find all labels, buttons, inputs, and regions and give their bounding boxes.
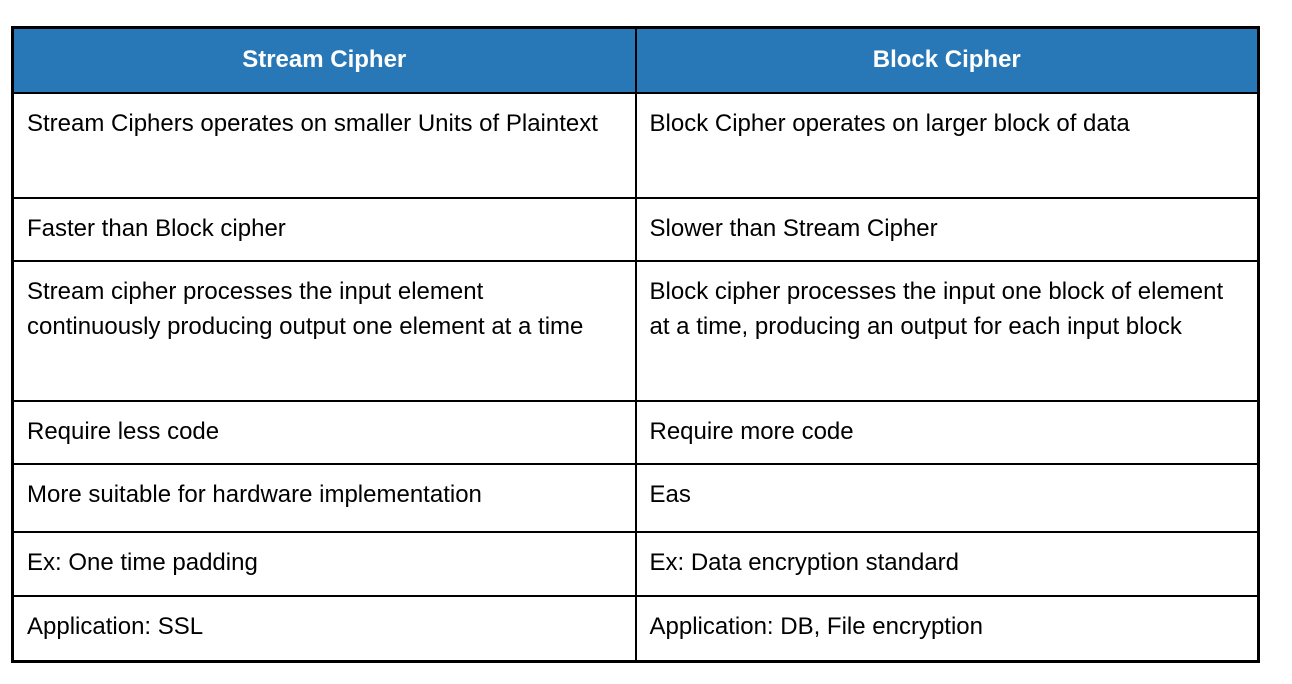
- table-row: Ex: One time padding Ex: Data encryption…: [11, 530, 1260, 597]
- table-cell: Ex: Data encryption standard: [634, 530, 1260, 597]
- table-row: Stream Ciphers operates on smaller Units…: [11, 91, 1260, 199]
- table-cell: Faster than Block cipher: [11, 196, 637, 262]
- table-row: Faster than Block cipher Slower than Str…: [11, 196, 1260, 262]
- table-cell: Block cipher processes the input one blo…: [634, 259, 1260, 402]
- table-cell: Require less code: [11, 399, 637, 465]
- table-row: Stream cipher processes the input elemen…: [11, 259, 1260, 402]
- table-cell: Block Cipher operates on larger block of…: [634, 91, 1260, 199]
- table-row: More suitable for hardware implementatio…: [11, 462, 1260, 533]
- table-cell: Ex: One time padding: [11, 530, 637, 597]
- cipher-comparison-table: Stream Cipher Block Cipher Stream Cipher…: [11, 26, 1260, 663]
- table-cell: Application: DB, File encryption: [634, 594, 1260, 663]
- header-row: Stream Cipher Block Cipher: [11, 26, 1260, 94]
- header-block-cipher: Block Cipher: [634, 26, 1260, 94]
- table-cell: Eas: [634, 462, 1260, 533]
- table-cell: Slower than Stream Cipher: [634, 196, 1260, 262]
- table-cell: Require more code: [634, 399, 1260, 465]
- table-row: Require less code Require more code: [11, 399, 1260, 465]
- table-row: Application: SSL Application: DB, File e…: [11, 594, 1260, 663]
- table-cell: Stream cipher processes the input elemen…: [11, 259, 637, 402]
- header-stream-cipher: Stream Cipher: [11, 26, 637, 94]
- table-cell: Application: SSL: [11, 594, 637, 663]
- table-cell: Stream Ciphers operates on smaller Units…: [11, 91, 637, 199]
- table-cell: More suitable for hardware implementatio…: [11, 462, 637, 533]
